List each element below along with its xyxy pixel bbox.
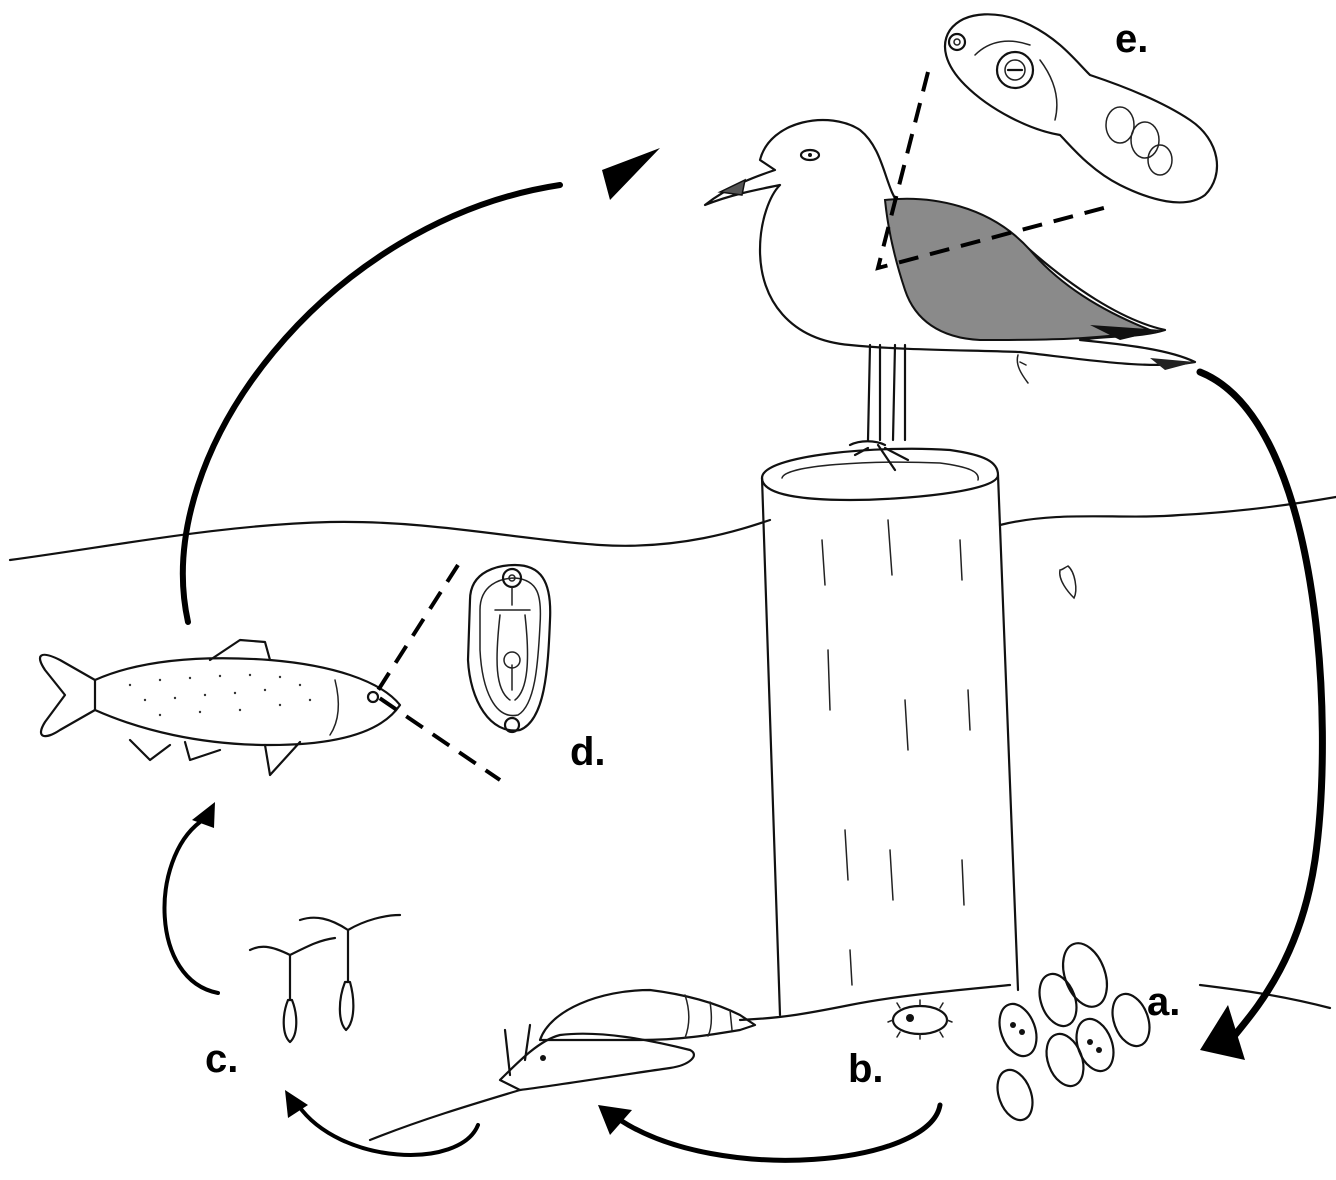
metacercaria-drawing [468,565,550,732]
zoom-lines-fish [375,565,500,780]
gull-drawing [705,120,1195,470]
gull-wing [885,199,1150,340]
water-surface-line [10,497,1336,560]
fish-drawing [40,640,400,775]
adult-fluke-drawing [945,14,1217,202]
wooden-post [762,449,1018,1015]
label-b: b. [848,1047,884,1091]
snail-drawing [500,990,755,1090]
cercariae-drawing [250,915,400,1042]
label-e: e. [1115,17,1148,61]
floating-debris [1060,566,1076,598]
label-d: d. [570,730,606,774]
miracidium-drawing [888,1000,952,1039]
label-c: c. [205,1037,238,1081]
label-a: a. [1147,980,1180,1024]
eggs-drawing [991,937,1156,1125]
